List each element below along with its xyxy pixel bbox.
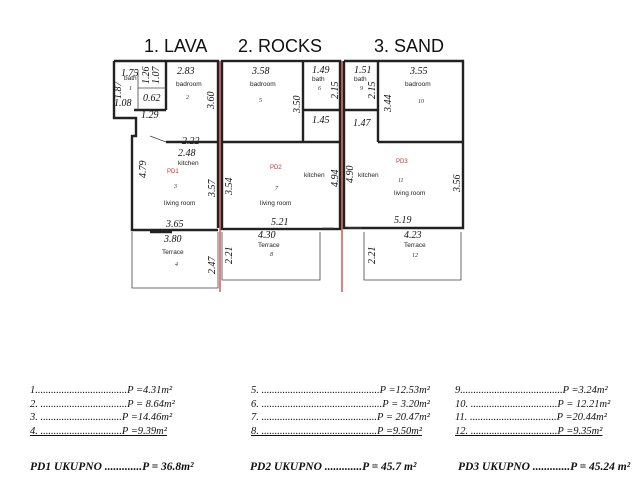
dim-label: 3.60 bbox=[206, 92, 217, 111]
room-number-7: 7 bbox=[275, 186, 279, 192]
legend-row-3: 3. ...............................P =14.… bbox=[30, 412, 173, 424]
unit-title-rocks: 2. ROCKS bbox=[238, 36, 322, 56]
room-label-terrace-4: Terrace bbox=[162, 249, 184, 256]
room-label-living-7: living room bbox=[260, 200, 291, 207]
room-number-4: 4 bbox=[175, 261, 178, 268]
total-pd3: PD3 UKUPNO .............P = 45.24 m² bbox=[458, 461, 631, 473]
room-label-living-3: living room bbox=[164, 200, 195, 207]
room-label-terrace-8: Terrace bbox=[258, 242, 280, 249]
dim-label: 1.45 bbox=[312, 115, 330, 126]
floor-plan: 1. LAVA 2. ROCKS 3. SAND bbox=[112, 36, 465, 292]
unit-title-sand: 3. SAND bbox=[374, 36, 444, 56]
dim-label: 2.83 bbox=[177, 66, 195, 77]
legend-row-2: 2. .................................P = … bbox=[30, 398, 175, 410]
room-number-1: 1 bbox=[129, 86, 132, 92]
dim-label: 2.15 bbox=[367, 82, 378, 100]
pd2-label: PD2 bbox=[270, 165, 282, 171]
dim-label: 3.58 bbox=[251, 66, 270, 77]
room-number-12: 12 bbox=[412, 253, 418, 259]
dim-label: 1.47 bbox=[353, 118, 372, 129]
room-label-bedroom-5: badroom bbox=[250, 81, 276, 88]
legend-row-11: 11. .................................P =… bbox=[455, 412, 607, 424]
unit-2-walls bbox=[220, 59, 342, 231]
room-label-kitchen-1: kitchen bbox=[178, 160, 199, 167]
pd1-label: PD1 bbox=[167, 169, 179, 175]
dim-label: 1.29 bbox=[141, 110, 159, 121]
dim-label: 2.21 bbox=[224, 247, 235, 265]
dim-label: 3.57 bbox=[207, 179, 218, 199]
room-number-10: 10 bbox=[418, 99, 424, 105]
dim-label: 3.56 bbox=[452, 175, 463, 194]
dim-label: 1.51 bbox=[354, 65, 372, 76]
room-number-11: 11 bbox=[398, 178, 404, 184]
legend-row-9: 9.......................................… bbox=[455, 385, 608, 396]
room-label-bath-6: bath bbox=[312, 76, 325, 83]
area-legend-pd1: 1...................................P =4… bbox=[30, 384, 175, 438]
legend-row-10: 10. .................................P =… bbox=[455, 398, 611, 410]
dim-label: 2.48 bbox=[178, 148, 196, 159]
dim-label: 4.94 bbox=[330, 170, 341, 188]
dim-label: 4.90 bbox=[345, 166, 356, 184]
dim-label: 2.47 bbox=[207, 256, 218, 275]
legend-row-5: 5. .....................................… bbox=[251, 385, 430, 396]
dim-label: 4.79 bbox=[138, 161, 149, 179]
dim-label: 1.26 bbox=[141, 67, 152, 85]
unit-3-walls bbox=[342, 59, 465, 230]
dim-label: 3.80 bbox=[163, 234, 182, 245]
dim-label: 1.07 bbox=[151, 66, 162, 85]
dim-label: 3.54 bbox=[224, 178, 235, 197]
room-label-bath-9: bath bbox=[354, 76, 367, 83]
room-label-bath-1: bath bbox=[124, 75, 137, 82]
dim-label: 2.22 bbox=[182, 136, 200, 147]
room-number-2: 2 bbox=[186, 95, 189, 101]
room-number-8: 8 bbox=[270, 252, 273, 258]
terrace-3 bbox=[363, 232, 462, 281]
total-pd2: PD2 UKUPNO .............P = 45.7 m² bbox=[250, 461, 417, 473]
dim-label: 2.21 bbox=[367, 247, 378, 265]
dim-label: 3.55 bbox=[409, 66, 428, 77]
legend-row-6: 6. .....................................… bbox=[251, 398, 430, 410]
dim-label: 5.19 bbox=[394, 215, 412, 226]
dim-label: 5.21 bbox=[271, 217, 289, 228]
room-number-6: 6 bbox=[318, 86, 321, 92]
room-label-bedroom-10: badroom bbox=[405, 81, 431, 88]
dim-label: 3.50 bbox=[292, 96, 303, 115]
room-label-kitchen-3: kitchen bbox=[358, 172, 379, 179]
area-legend-pd3: 9.......................................… bbox=[455, 384, 610, 438]
legend-row-7: 7. .....................................… bbox=[251, 412, 430, 424]
dim-label: 1.87 bbox=[113, 81, 124, 100]
terrace-1 bbox=[131, 230, 219, 289]
dim-label: 0.62 bbox=[143, 93, 161, 104]
pd3-label: PD3 bbox=[396, 159, 408, 165]
dim-label: 4.23 bbox=[404, 230, 422, 241]
room-label-living-11: living room bbox=[394, 190, 425, 197]
room-number-5: 5 bbox=[259, 98, 262, 104]
room-number-9: 9 bbox=[360, 86, 363, 92]
dim-label: 2.15 bbox=[330, 82, 341, 100]
room-number-3: 3 bbox=[173, 184, 177, 190]
area-legend-pd2: 5. .....................................… bbox=[251, 384, 430, 438]
unit-1-walls bbox=[112, 59, 220, 232]
dim-label: 3.65 bbox=[165, 219, 184, 230]
unit-title-lava: 1. LAVA bbox=[144, 36, 207, 56]
total-pd1: PD1 UKUPNO .............P = 36.8m² bbox=[30, 461, 194, 473]
dim-label: 1.49 bbox=[312, 65, 330, 76]
legend-row-1: 1...................................P =4… bbox=[30, 385, 173, 396]
dim-label: 1.08 bbox=[114, 98, 132, 109]
room-label-bedroom-2: badroom bbox=[176, 81, 202, 88]
legend-row-4: 4. ...............................P =9.3… bbox=[30, 425, 167, 437]
room-label-terrace-12: Terrace bbox=[404, 242, 426, 249]
legend-row-8: 8. .....................................… bbox=[251, 425, 423, 437]
dim-label: 1.75 bbox=[121, 68, 139, 79]
terrace-2 bbox=[221, 232, 321, 281]
dim-label: 3.44 bbox=[383, 95, 394, 114]
room-label-kitchen-2: kitchen bbox=[304, 172, 325, 179]
legend-row-12: 12. .................................P =… bbox=[455, 425, 603, 437]
dim-label: 4.30 bbox=[258, 230, 276, 241]
